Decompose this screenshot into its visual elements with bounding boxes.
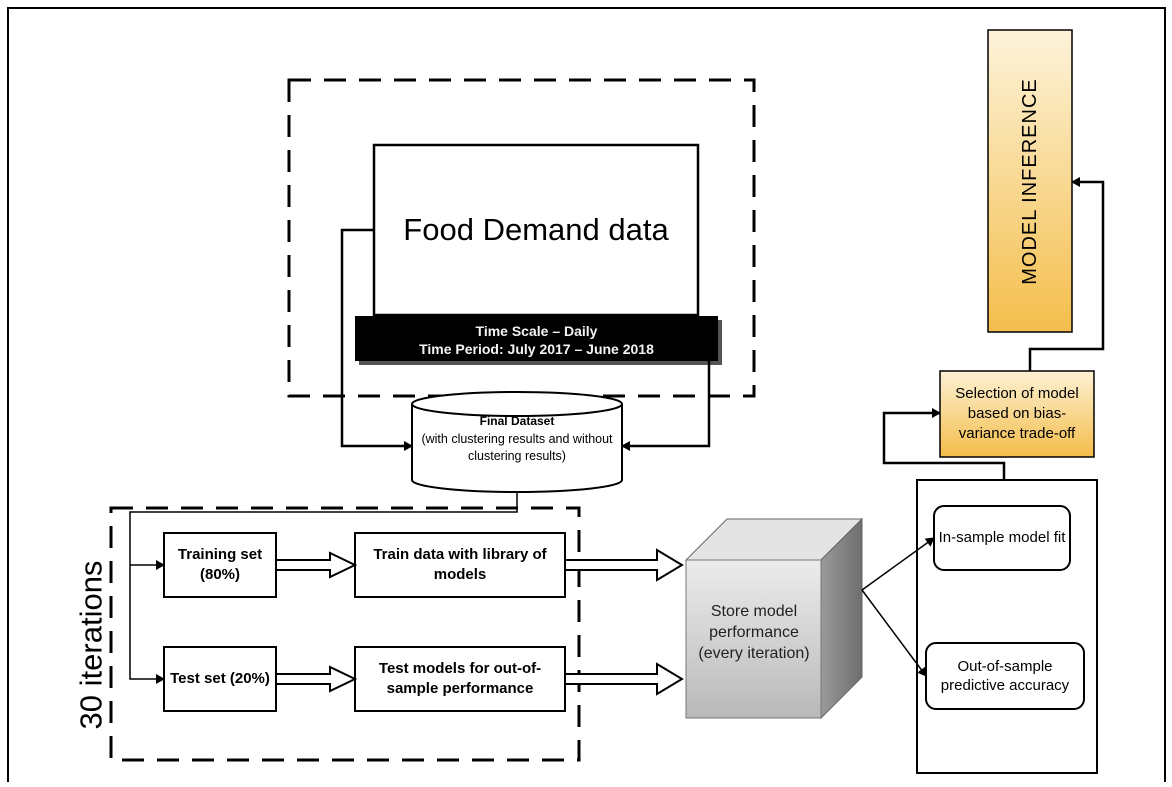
model-inference-box [987, 29, 1073, 333]
iteration-dashed-frame [109, 506, 581, 762]
train-models-box [354, 532, 566, 598]
iterations-label: 30 iterations [55, 540, 127, 750]
cube-to-in-sample-line [861, 537, 935, 591]
time-banner [355, 316, 718, 361]
evaluation-to-selection-connector [882, 408, 1006, 480]
in-sample-label: In-sample model fit [938, 529, 1066, 546]
training-set-label: Training set (80%) [177, 546, 263, 583]
model-inference-label: MODEL INFERENCE [988, 30, 1072, 332]
selection-to-inference-connector [1028, 177, 1105, 371]
store-performance-cube [684, 517, 864, 720]
cube-to-out-of-sample-line [861, 589, 927, 677]
test-set-label: Test set (20%) [170, 670, 270, 687]
final-dataset-description: (with clustering results and without clu… [421, 432, 613, 463]
banner-to-dataset-connector-right [621, 361, 711, 451]
final-dataset-cylinder [411, 391, 623, 493]
food-to-dataset-connector-left [340, 228, 413, 451]
train-models-label: Train data with library of models [373, 546, 547, 583]
training-to-train-arrow [275, 551, 358, 579]
final-dataset-title: Final Dataset [479, 414, 555, 428]
test-to-test-models-arrow [275, 665, 358, 693]
dataset-to-split-connector [129, 492, 518, 684]
training-set-box [163, 532, 277, 598]
out-of-sample-label: Out-of-sample predictive accuracy [940, 658, 1070, 694]
food-demand-box [372, 143, 700, 317]
test-models-label: Test models for out-of-sample performanc… [378, 660, 542, 697]
time-period-label: Time Period: July 2017 – June 2018 [419, 341, 654, 357]
store-performance-label: Store model performance (every iteration… [698, 602, 810, 662]
iterations-text: 30 iterations [73, 560, 109, 730]
train-to-store-arrow [564, 548, 684, 582]
model-selection-label: Selection of model based on bias-varianc… [955, 385, 1079, 442]
food-demand-title: Food Demand data [403, 212, 669, 247]
test-to-store-arrow [564, 662, 684, 696]
time-scale-label: Time Scale – Daily [475, 323, 598, 339]
data-source-dashed-frame [287, 78, 756, 398]
model-selection-box [939, 370, 1095, 458]
model-inference-text: MODEL INFERENCE [1018, 77, 1041, 285]
